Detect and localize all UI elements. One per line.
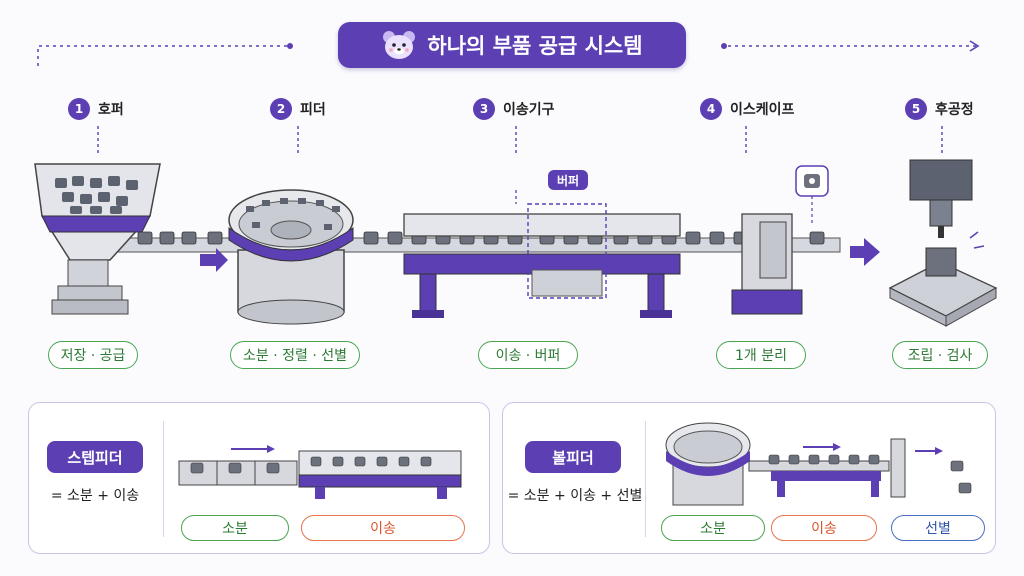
bowl-feeder-illustration	[665, 422, 972, 506]
step-1-header: 1 호퍼	[68, 98, 124, 120]
step-2-number: 2	[270, 98, 292, 120]
arrow-right-icon-2	[850, 238, 880, 266]
bowl-feeder-panel: 볼피더 = 소분 + 이송 + 선별 소분 이송 선별	[502, 402, 996, 554]
bowl-feeder-title: 볼피더	[525, 441, 621, 473]
step-3-tag: 이송 · 버퍼	[478, 341, 578, 369]
bowl-feeder-tag-1: 소분	[661, 515, 765, 541]
arrow-right-icon	[200, 248, 228, 272]
step-4-name: 이스케이프	[730, 102, 795, 118]
step-4-number: 4	[700, 98, 722, 120]
step-5-name: 후공정	[935, 102, 974, 118]
step-5-header: 5 후공정	[905, 98, 974, 120]
title-dashed-lines	[37, 40, 980, 66]
bowl-feeder-tag-2: 이송	[771, 515, 877, 541]
hopper-icon	[34, 163, 161, 315]
bowl-feeder-icon	[228, 189, 354, 325]
step-1-number: 1	[68, 98, 90, 120]
step-5-number: 5	[905, 98, 927, 120]
panel-divider-2	[645, 421, 646, 537]
page-title-text: 하나의 부품 공급 시스템	[427, 34, 643, 58]
step-2-header: 2 피더	[270, 98, 326, 120]
step-2-name: 피더	[300, 102, 326, 118]
step-4-header: 4 이스케이프	[700, 98, 794, 120]
step-feeder-illustration	[178, 445, 462, 499]
step-1-name: 호퍼	[98, 102, 124, 118]
step-4-tag: 1개 분리	[716, 341, 806, 369]
buffer-label: 버퍼	[548, 170, 588, 190]
machinery-illustration	[34, 126, 998, 327]
step-3-name: 이송기구	[503, 102, 555, 118]
step-5-tag: 조립 · 검사	[892, 341, 988, 369]
step-feeder-formula: = 소분 + 이송	[50, 488, 140, 504]
post-process-icon	[888, 159, 998, 327]
step-feeder-tag-1: 소분	[181, 515, 289, 541]
step-3-header: 3 이송기구	[473, 98, 555, 120]
step-2-tag: 소분 · 정렬 · 선별	[230, 341, 360, 369]
step-1-tag: 저장 · 공급	[48, 341, 138, 369]
escapement-icon	[731, 165, 829, 315]
bear-mascot-icon	[381, 29, 417, 61]
step-feeder-title: 스텝피더	[47, 441, 143, 473]
bowl-feeder-formula: = 소분 + 이송 + 선별	[507, 488, 643, 504]
panel-divider	[163, 421, 164, 537]
bowl-feeder-tag-3: 선별	[891, 515, 985, 541]
page-title: 하나의 부품 공급 시스템	[338, 22, 686, 68]
conveyor-icon	[403, 190, 681, 318]
step-3-number: 3	[473, 98, 495, 120]
step-feeder-panel: 스텝피더 = 소분 + 이송 소분 이송	[28, 402, 490, 554]
step-feeder-tag-2: 이송	[301, 515, 465, 541]
